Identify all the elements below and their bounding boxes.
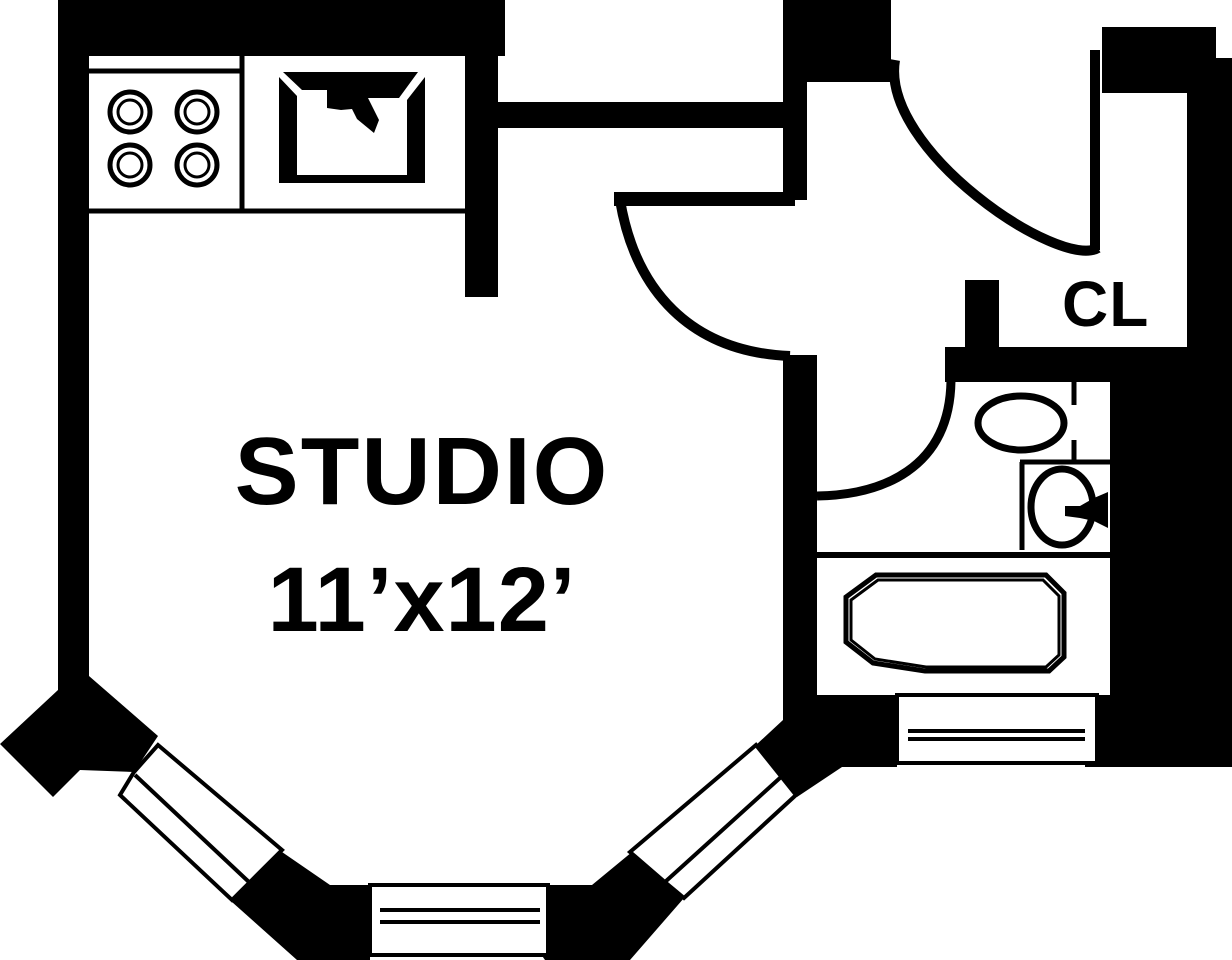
sink-faucet-icon [283, 72, 418, 133]
kitchen-partition-wall [465, 56, 498, 297]
burner-icon [116, 151, 144, 179]
bay-wall-left-upper [0, 676, 158, 797]
sink-bowl-icon [974, 392, 1068, 454]
bathroom-fixtures [843, 392, 1108, 674]
bath-door-swing [816, 379, 956, 501]
bay-wall-right-upper [756, 720, 842, 797]
closet-door-swing [889, 59, 1101, 256]
entry-door-swing [615, 199, 791, 361]
left-bay-window [117, 742, 285, 903]
stove [107, 89, 220, 188]
burner-icon [116, 98, 144, 126]
burner-icon [183, 98, 211, 126]
bathtub-inner-icon [849, 578, 1061, 669]
closet-bottom-wall [945, 347, 1190, 382]
bay-wall-left-lower [232, 852, 370, 960]
left-bay-window-pane-line [133, 773, 252, 885]
left-wall [58, 0, 89, 695]
thin-partitions [89, 50, 1114, 695]
windows [117, 693, 1099, 957]
studio-right-wall [783, 355, 817, 721]
toilet-tank-icon [1065, 492, 1108, 528]
bath-bottom-wall-right [1085, 695, 1232, 767]
closet-stub-wall [965, 280, 999, 350]
entry-wall-left [783, 82, 807, 200]
right-exterior-wall [1187, 58, 1232, 767]
bay-wall-right-lower [538, 852, 684, 960]
right-bay-window [626, 742, 799, 901]
closet-label: CL [1062, 268, 1150, 340]
right-bay-window-pane-line [663, 775, 783, 884]
sink-basin-icon [279, 77, 425, 183]
studio-dimensions: 11’x12’ [267, 549, 577, 651]
entry-pillar-upper [783, 0, 891, 82]
sink [279, 72, 425, 183]
studio-label: STUDIO [234, 418, 610, 525]
doors [615, 59, 1101, 501]
top-wall [58, 0, 505, 56]
burner-icon [183, 151, 211, 179]
corridor-top-wall [498, 102, 788, 128]
